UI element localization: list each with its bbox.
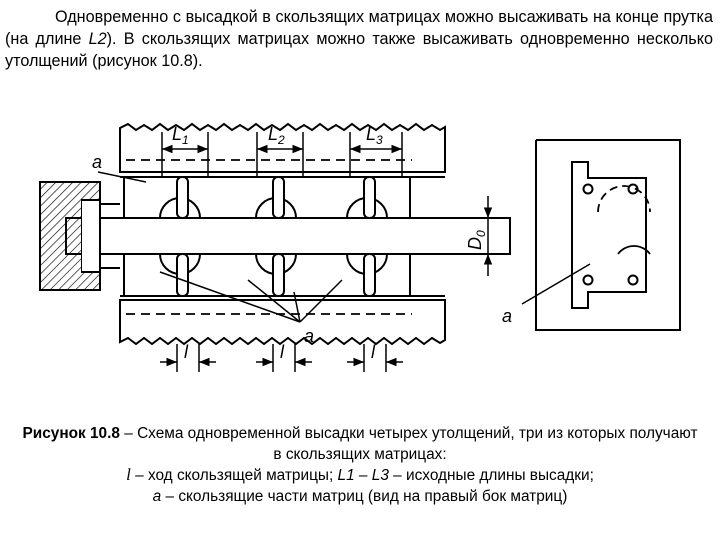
label-L1: L1 — [172, 124, 189, 147]
label-l-3: l — [371, 342, 376, 362]
label-a-matrices: a — [304, 326, 314, 346]
bar-stock — [65, 217, 511, 255]
label-l-1: l — [184, 342, 189, 362]
svg-text:D0: D0 — [465, 230, 488, 250]
intro-paragraph: Одновременно с высадкой в скользящих мат… — [5, 8, 713, 70]
label-l-2: l — [280, 342, 285, 362]
top-die — [119, 122, 446, 173]
label-a-left: a — [92, 152, 102, 172]
figure-caption: Рисунок 10.8 – Схема одновременной высад… — [22, 425, 698, 505]
label-L3: L3 — [366, 124, 383, 147]
label-a-right: a — [502, 306, 512, 326]
label-L2: L2 — [268, 124, 285, 147]
side-view-die — [535, 139, 681, 331]
bottom-die — [119, 299, 446, 346]
label-D0: D0 — [465, 230, 488, 250]
